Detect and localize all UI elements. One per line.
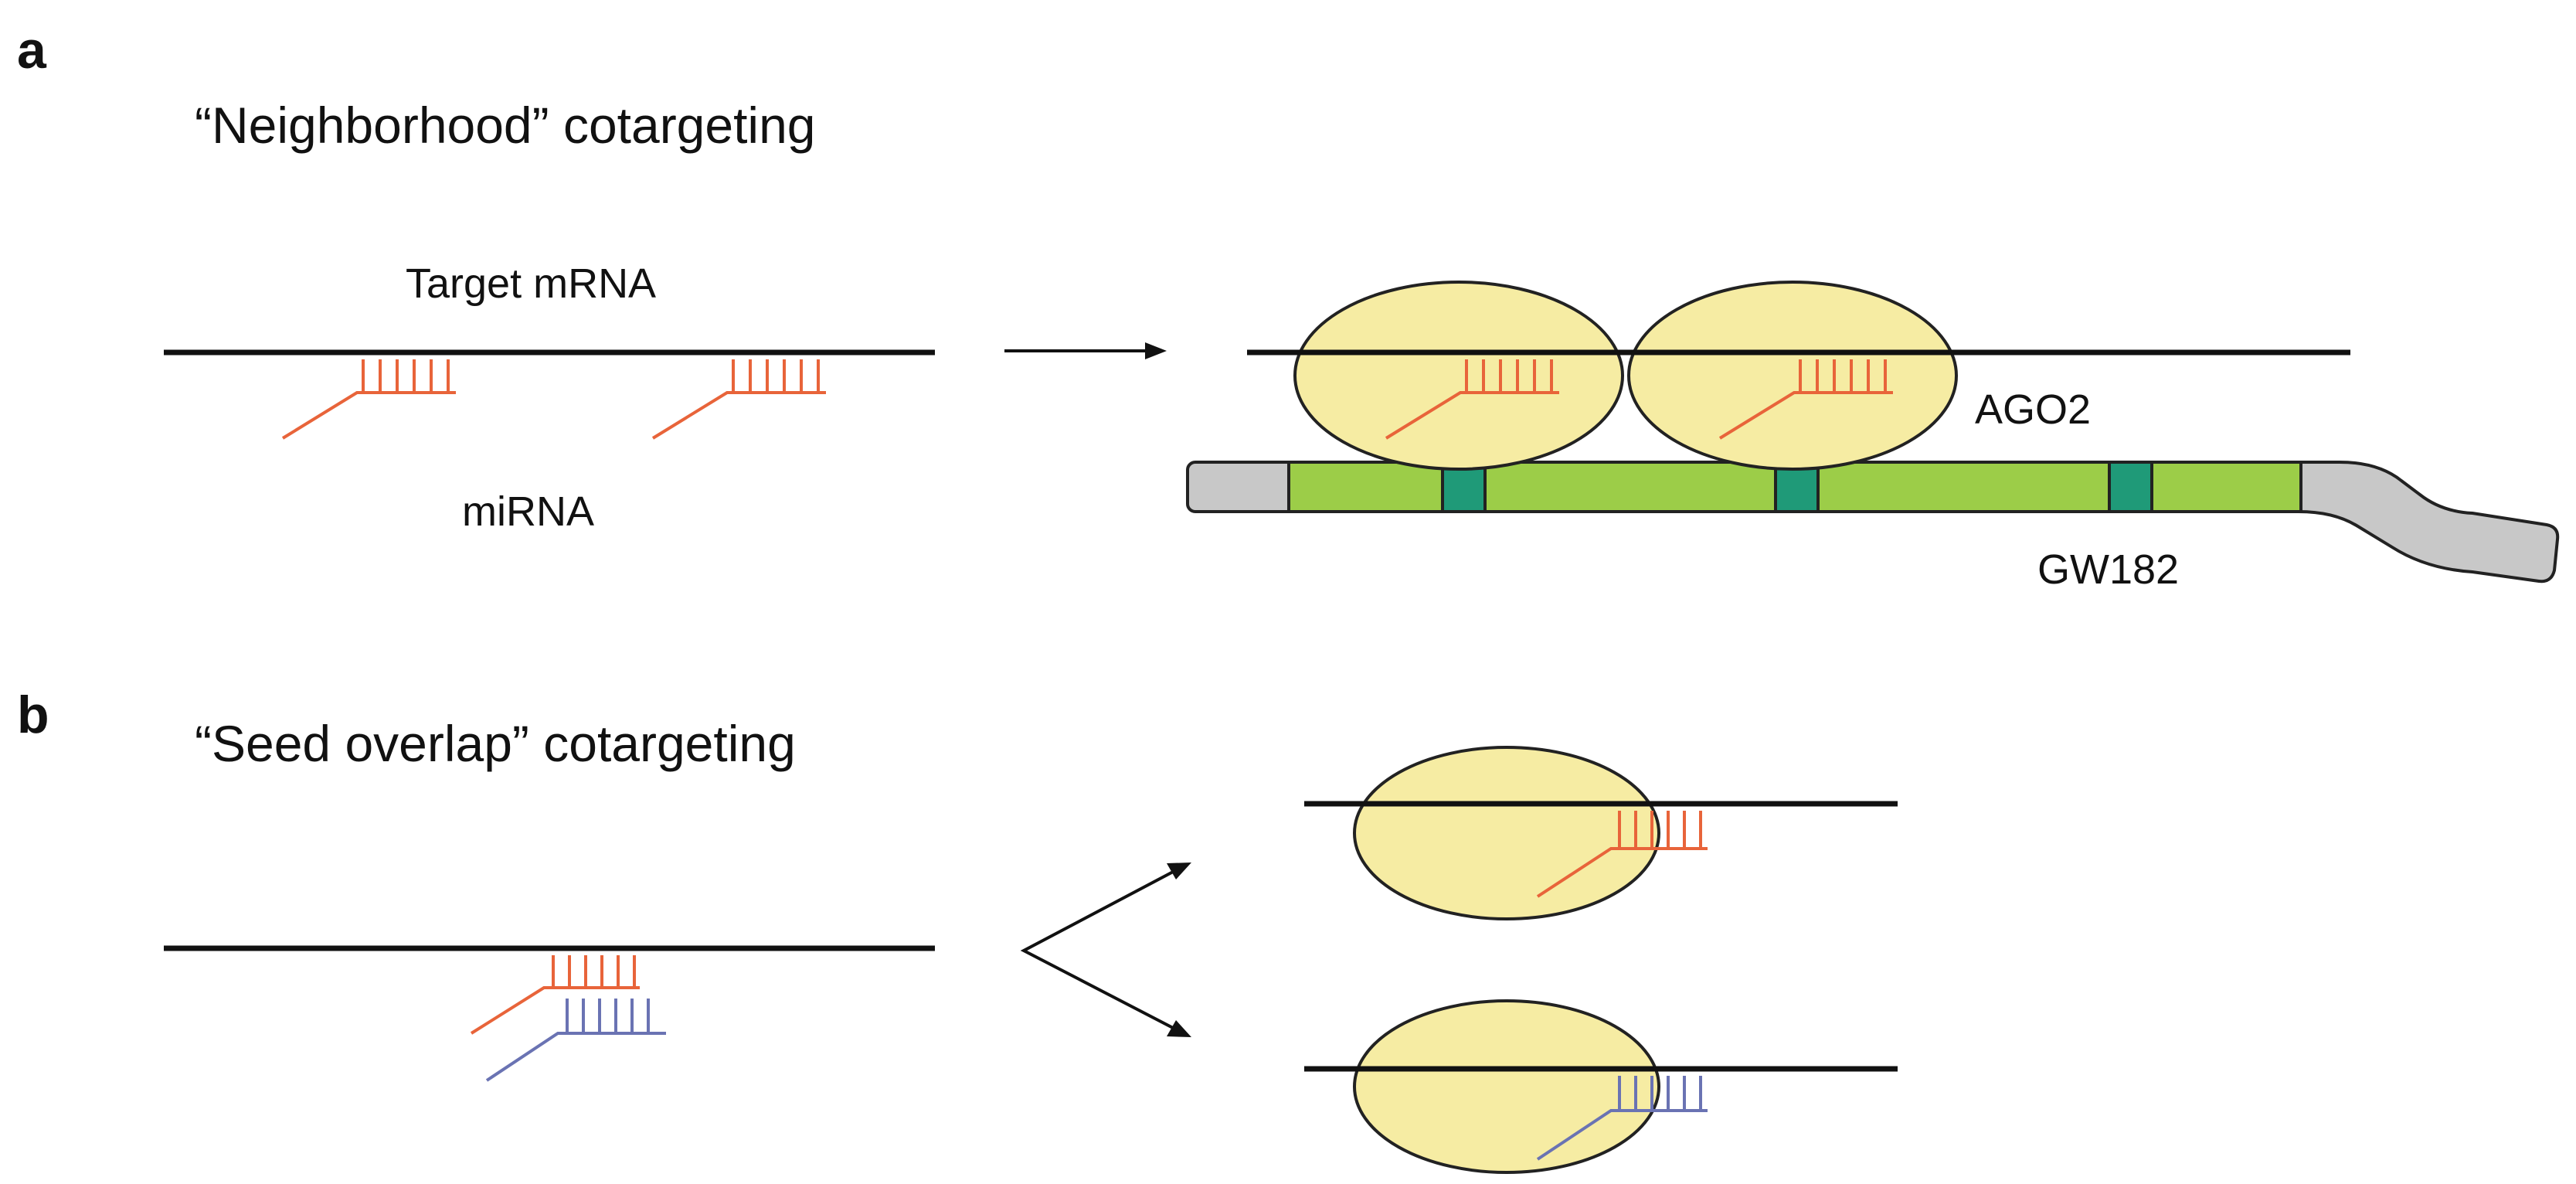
gw182-head [1186,461,1297,513]
panel-a: a “Neighborhood” cotargeting Target mRNA… [17,21,2560,593]
target-mrna-label: Target mRNA [406,260,656,307]
gw182-label: GW182 [2037,546,2179,593]
gw182-tail [2285,461,2560,583]
panel-b: b “Seed overlap” cotargeting [17,686,1898,1174]
ago2-complex-orange [1353,746,1660,920]
mirna-2 [651,359,826,440]
bound-mirna-blue [1536,1076,1708,1161]
mirna-orange-b [470,955,640,1035]
bound-mirna-orange [1536,811,1708,898]
mirna-1 [281,359,456,440]
ago2-complex-2 [1627,281,1958,471]
ago2-complex-blue [1353,999,1660,1174]
mirna-blue-b [485,999,666,1082]
ago2-label: AGO2 [1975,386,2091,433]
panel-b-title: “Seed overlap” cotargeting [195,715,796,772]
gw182-protein [1186,461,2560,583]
bound-mirna-2 [1718,359,1893,440]
panel-letter-a: a [17,21,47,80]
panel-a-title: “Neighborhood” cotargeting [195,97,816,154]
gw-motif-3 [2108,461,2153,513]
branch-arrows [1020,869,1177,1031]
bound-mirna-1 [1385,359,1559,440]
arrowhead-down [1167,1020,1191,1037]
arrowhead-up [1167,862,1191,879]
mirna-label: miRNA [462,488,594,535]
arrow-right [1004,342,1167,359]
ago2-complex-1 [1293,281,1624,471]
panel-letter-b: b [17,686,49,744]
